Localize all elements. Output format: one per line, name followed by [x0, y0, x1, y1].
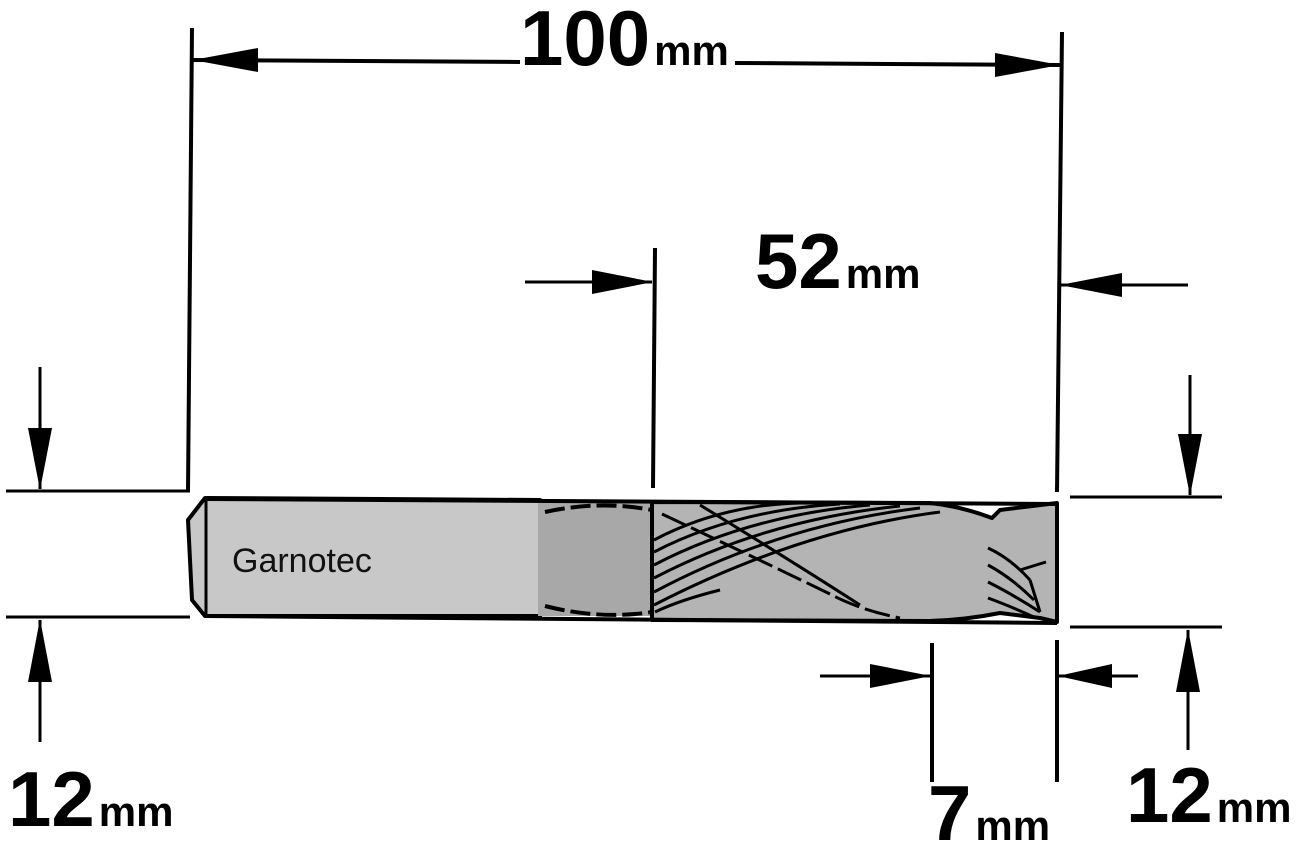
transition-curve-bottom — [544, 604, 653, 617]
arrow-left-icon — [1060, 273, 1122, 297]
brand-label: Garnotec — [232, 542, 372, 580]
total-length-dimension: 100mm — [186, 0, 1064, 493]
cutting-length-label: 52mm — [755, 217, 920, 305]
flute-helix — [653, 501, 1047, 620]
arrow-up-icon — [1176, 629, 1200, 692]
arrow-up-icon — [28, 619, 52, 682]
cutting-diameter-dimension: 12mm — [1070, 375, 1291, 839]
router-bit: Garnotec — [186, 496, 1059, 625]
arrow-right-icon — [995, 53, 1060, 77]
transition-zone — [538, 500, 654, 616]
shank-diameter-label: 12mm — [8, 755, 173, 843]
extension-line-left — [186, 27, 194, 493]
top-edge — [204, 497, 1058, 506]
shank-diameter-dimension: 12mm — [6, 367, 190, 843]
total-length-label: 100mm — [520, 0, 729, 82]
arrow-right-icon — [870, 664, 931, 688]
arrow-down-icon — [28, 428, 52, 490]
arrow-right-icon — [592, 270, 653, 294]
arrow-left-icon — [193, 48, 258, 72]
extension-line-right — [1055, 31, 1064, 493]
tip-length-dimension: 7mm — [820, 640, 1138, 850]
bottom-edge — [204, 614, 1058, 625]
tip-length-label: 7mm — [928, 769, 1050, 850]
extension-line-flute-start — [651, 247, 657, 489]
cutting-length-dimension: 52mm — [525, 217, 1188, 489]
transition-curve-top — [544, 503, 653, 514]
arrow-left-icon — [1058, 664, 1112, 688]
arrow-down-icon — [1178, 434, 1202, 496]
cutting-diameter-label: 12mm — [1126, 751, 1291, 839]
